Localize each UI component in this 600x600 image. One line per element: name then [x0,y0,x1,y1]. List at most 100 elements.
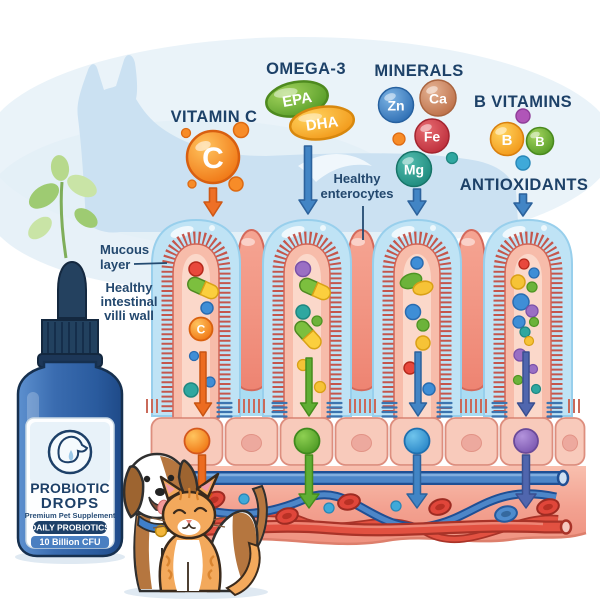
enterocyte-cell [389,417,444,466]
silhouette-tail-swoosh [298,154,372,182]
b-satellite-purple [515,108,531,124]
nutrient-dot [403,361,417,375]
cell-nucleus [241,434,262,452]
nutrient-dot [188,261,204,277]
nutrient-dot [518,258,530,270]
enterocyte-cell [499,417,554,466]
minerals-label: MINERALS [374,62,463,80]
bloodstream-arrow-blue [406,454,428,509]
enterocyte-cell [444,417,499,466]
absorbed-nutrients: C [183,261,219,398]
bottle-title-line2: DROPS [41,495,99,512]
capsule [299,277,331,301]
nutrient-dot [295,304,311,320]
dog-ear-left [122,465,145,519]
nutrient-dot [188,350,200,362]
nutrient-dot [422,382,436,396]
probiotic-bottle: PROBIOTIC DROPS Premium Pet Supplement D… [15,260,125,564]
villi-wall-line2: intestinal [100,294,157,309]
mineral-satellite [445,151,459,165]
blue-blood-cell [494,505,518,523]
nutrient-dot [512,374,524,386]
antioxidants-label: ANTIOXIDANTS [460,176,589,194]
absorption-arrow-indigo [516,351,536,417]
b-vitamins-group: B VITAMINS B B [474,93,572,171]
intestinal-diagram: C [146,218,587,546]
villi-wall-line1: Healthy [106,280,154,295]
nutrient-dot [528,316,540,328]
red-blood-cell [536,498,560,516]
nutrient-dot [525,304,539,318]
enterocyte-cell [224,417,279,466]
mineral-zn: Zn [377,86,415,124]
enterocyte-cell [554,417,586,466]
plasma-dot [390,500,402,512]
mineral-ca: Ca [419,79,457,117]
dog-nose [155,488,165,496]
b-left-text: B [502,132,513,149]
nutrient-dot [200,301,214,315]
annotation-mucous-layer: Mucous layer [100,242,168,272]
dropper-bulb [57,260,87,319]
red-blood-cell [337,493,361,511]
fe-text: Fe [424,129,441,145]
arrow-antioxidants [513,193,533,217]
arrow-vitamin-c [203,187,223,217]
absorption-arrow-orange [193,351,213,417]
tight-junctions [216,401,563,418]
cell-nucleus [351,434,372,452]
cat-nose [186,520,192,525]
vitamin-c-satellite [187,179,197,189]
leaf [28,183,60,209]
nutrient-dot [527,363,539,375]
nutrient-dot [526,281,538,293]
nutrient-dot [294,260,312,278]
cat-eyes-closed [172,506,208,515]
cat-mouth [182,523,196,529]
annotation-healthy-enterocytes: Healthy enterocytes [321,171,393,240]
badge-pill [33,521,107,534]
villus-1: C [151,218,241,419]
dog-head-icon [57,435,89,464]
nutrient-dot [183,382,199,398]
b-ball-green: B [525,126,555,156]
vitamin-c-satellite [232,121,250,139]
enterocyte-finger [237,228,266,392]
brush-border [493,231,563,412]
cat-head-stripes [178,487,200,501]
vitamin-c-letter: C [202,142,224,175]
villus-4 [483,218,573,419]
dha-text: DHA [305,113,340,134]
plasma-dot [323,502,335,514]
bottle-subtitle: Premium Pet Supplement [25,511,116,520]
nutrient-dot [311,315,323,327]
enterocyte-finger [457,228,486,392]
nutrient-dot [528,267,540,279]
cap-ribs [47,322,91,354]
absorbed-ball-green [293,427,321,455]
nutrient-dot [410,256,424,270]
antioxidants-group: ANTIOXIDANTS [460,176,589,217]
nutrient-dot [519,326,531,338]
leaf-sprig [28,155,98,259]
mucous-layer-line1: Mucous [100,242,149,257]
capsule [187,276,219,300]
vitamin-c-group: VITAMIN C C [171,108,257,217]
enterocyte-finger [347,228,376,392]
capsule [294,320,322,350]
omega3-group: OMEGA-3 EPA DHA [265,60,356,215]
vitamin-c-satellite [228,176,244,192]
leaf [74,208,98,228]
arrow-minerals [407,188,427,216]
dog-saddle-patch [135,514,152,589]
b-vitamins-label: B VITAMINS [474,93,572,111]
villi-wall-line3: villi wall [104,308,154,323]
nutrient-dot [523,335,535,347]
villus-2 [262,218,352,419]
nutrient-dot [512,293,530,311]
b-satellite-blue [515,155,531,171]
nutrient-dot [510,274,526,290]
ca-text: Ca [429,91,447,107]
mineral-mg: Mg [395,150,433,188]
